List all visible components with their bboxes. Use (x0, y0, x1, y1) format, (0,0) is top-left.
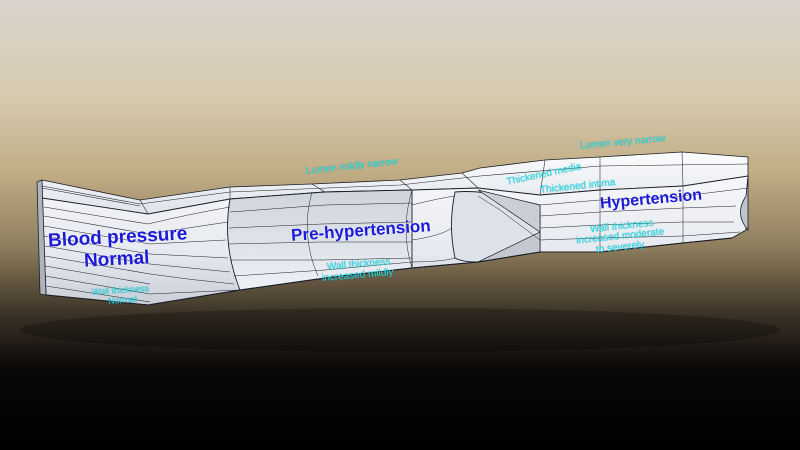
mesh-prehypertension (227, 189, 413, 277)
vessel-left-end (36, 179, 47, 296)
vessel-lumen-prehypertension (227, 189, 413, 291)
mesh-transition (147, 206, 241, 295)
mesh-top-surface (41, 151, 749, 215)
vessel-right-opening (740, 175, 749, 232)
normal-title-line2: Normal (83, 247, 150, 272)
mesh-normal-segment (41, 187, 151, 303)
mesh-hypertension (411, 186, 749, 263)
ground-shadow (20, 308, 780, 352)
thickened-intima-wedge (477, 189, 541, 233)
vessel-bottom-edge (45, 237, 733, 306)
